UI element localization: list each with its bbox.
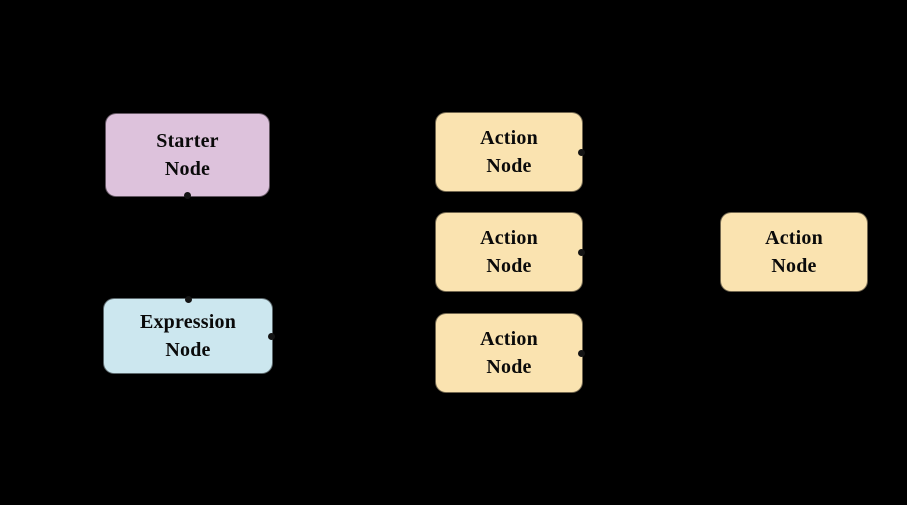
node-label-line1: Starter	[156, 129, 219, 152]
node-label-line2: Node	[771, 255, 817, 277]
node-label-line1: Action	[480, 226, 538, 249]
port-top-icon[interactable]	[184, 296, 192, 303]
edge-action-3-to-action-4	[583, 251, 720, 354]
node-label-line2: Node	[486, 155, 532, 177]
node-action-3[interactable]: Action Node	[435, 313, 585, 393]
port-right-icon[interactable]	[578, 248, 585, 256]
edge-expression-to-action-1	[273, 151, 435, 337]
node-label-line1: Action	[765, 226, 823, 249]
port-bottom-icon[interactable]	[184, 192, 191, 199]
node-action-2[interactable]: Action Node	[435, 212, 585, 292]
port-right-icon[interactable]	[578, 148, 585, 156]
node-label-line1: Action	[480, 126, 538, 149]
node-label-line2: Node	[486, 356, 532, 378]
edge-action-1-to-action-4	[583, 151, 720, 253]
node-label-line1: Expression	[139, 310, 237, 333]
node-action-4[interactable]: Action Node	[720, 212, 868, 292]
node-action-1[interactable]: Action Node	[435, 112, 585, 192]
edge-expression-to-action-3	[273, 335, 435, 354]
node-label-line2: Node	[486, 255, 532, 277]
edge-expression-to-action-2	[273, 251, 435, 337]
node-label-line2: Node	[165, 339, 211, 361]
node-label-line1: Action	[480, 327, 538, 350]
port-right-icon[interactable]	[268, 332, 275, 340]
port-right-icon[interactable]	[578, 349, 585, 357]
node-expression[interactable]: Expression Node	[103, 296, 275, 374]
node-label-line2: Node	[164, 158, 211, 180]
node-starter[interactable]: Starter Node	[105, 113, 270, 199]
